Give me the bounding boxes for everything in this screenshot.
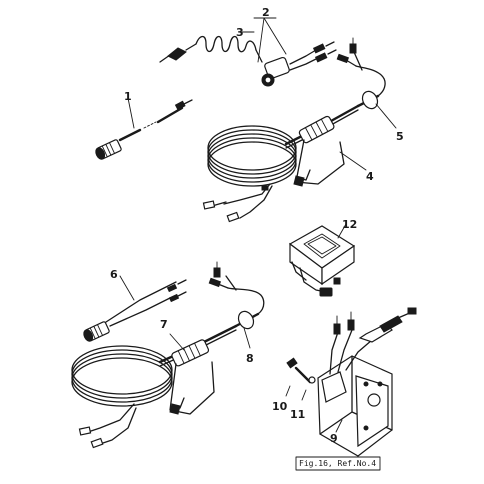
part-7-leader-line [169, 333, 185, 351]
callout-3: 3 [236, 26, 244, 39]
part-10-screw [285, 357, 312, 397]
callout-7: 7 [160, 318, 168, 331]
part-12-regulator [288, 223, 356, 297]
callout-5: 5 [396, 130, 404, 143]
callout-6: 6 [110, 268, 118, 281]
figure-reference: Fig.16, Ref.No.4 [295, 456, 381, 471]
callout-4: 4 [366, 170, 374, 183]
part-2-kill-switch [253, 17, 337, 87]
callout-1: 1 [124, 90, 132, 103]
part-9-switch-box [317, 307, 417, 457]
part-4-leader-line [339, 151, 367, 171]
part-6-cable-plug [83, 275, 187, 342]
part-4-wire-harness [202, 37, 386, 223]
callout-10: 10 [272, 400, 288, 413]
part-5-leader-line [375, 103, 397, 129]
callout-9: 9 [330, 432, 338, 445]
callout-8: 8 [246, 352, 254, 365]
callout-11: 11 [290, 408, 305, 421]
callout-labels: 1 2 3 4 5 6 7 8 9 10 11 12 [110, 6, 404, 445]
figure-reference-label: Fig.16, Ref.No.4 [299, 459, 376, 468]
part-11-washer [301, 376, 316, 401]
callout-2: 2 [262, 6, 270, 19]
part-3-lanyard-cord [159, 31, 263, 63]
part-8-leader-line [243, 327, 251, 349]
part-1-cable-plug [95, 97, 193, 160]
part-7-wire-harness [71, 261, 265, 449]
callout-12: 12 [342, 218, 357, 231]
